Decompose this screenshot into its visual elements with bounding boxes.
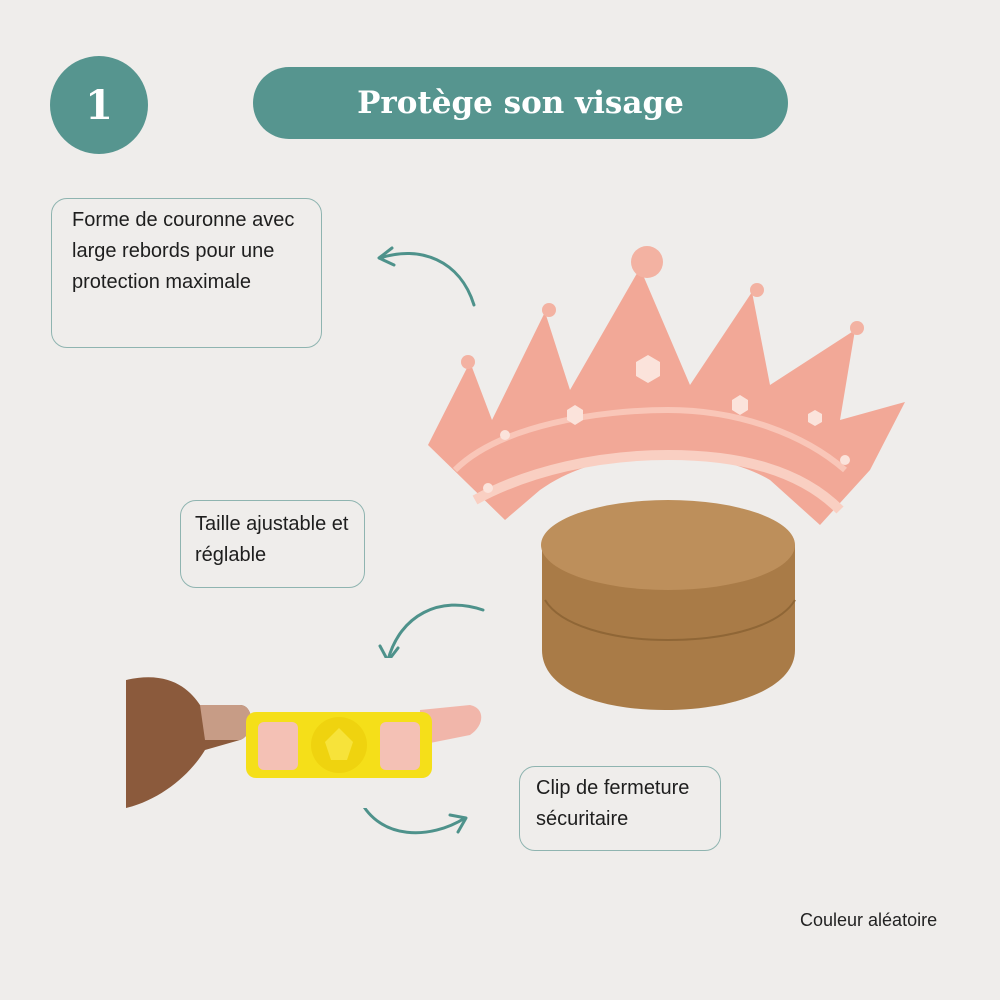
callout-safety-clip: Clip de fermeture sécuritaire [519,766,721,851]
curved-arrow-icon [358,798,468,835]
curved-arrow-icon [377,246,476,307]
safety-clip-image [126,658,488,808]
step-number: 1 [85,81,113,129]
callout-adjustable-size: Taille ajustable et réglable [180,500,365,588]
page-title: Protège son visage [357,85,684,121]
page-title-banner: Protège son visage [253,67,788,139]
callout-crown-shape: Forme de couronne avec large rebords pou… [51,198,322,348]
kraft-box-image [541,500,796,710]
curved-arrow-icon [378,603,485,663]
callout-crown-shape-text: Forme de couronne avec large rebords pou… [72,209,295,293]
footer-note: Couleur aléatoire [800,910,938,930]
step-number-badge: 1 [50,56,148,154]
callout-adjustable-size-text: Taille ajustable et réglable [195,513,349,566]
callout-safety-clip-text: Clip de fermeture sécuritaire [536,777,690,830]
crown-visor-image [428,246,905,525]
